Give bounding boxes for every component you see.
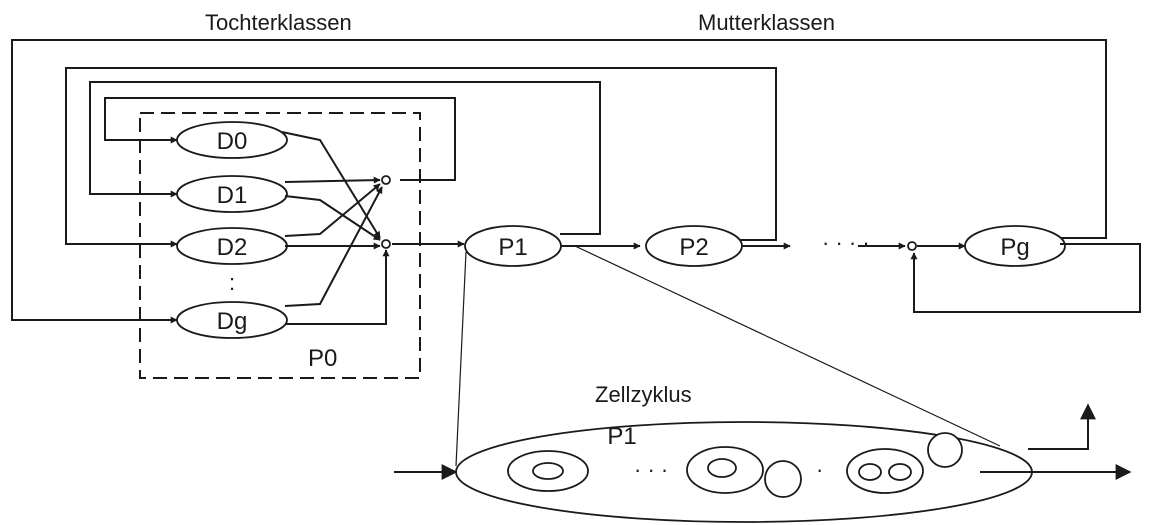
chain-ellipsis: · · · · — [822, 230, 870, 255]
daughter-classes-label: Tochterklassen — [205, 10, 352, 35]
node-pg: Pg — [964, 225, 1066, 267]
node-d0: D0 — [176, 121, 288, 159]
feedback-junction-to-d0 — [104, 97, 456, 181]
node-p2: P2 — [645, 225, 743, 267]
mother-classes-label: Mutterklassen — [698, 10, 835, 35]
node-d2-label: D2 — [217, 234, 248, 261]
node-p1-label: P1 — [498, 234, 527, 261]
node-p2-label: P2 — [679, 234, 708, 261]
cycle-p1-label: P1 — [607, 423, 636, 450]
feedback-p1-to-d1 — [89, 81, 601, 235]
cycle-ellipsis-1: · · · — [634, 457, 668, 482]
zoom-line-right — [574, 245, 1001, 447]
node-dg: Dg — [176, 301, 288, 339]
p0-dashed-box — [139, 112, 421, 379]
cell-stage-1 — [507, 450, 589, 492]
cell-cycle-label: Zellzyklus — [595, 382, 692, 407]
feedback-pg-to-dg — [11, 39, 1107, 324]
node-d2: D2 — [176, 227, 288, 265]
cell-stage-2 — [686, 446, 802, 498]
cycle-ellipsis-2: · — [816, 457, 823, 482]
vertical-ellipsis: : — [229, 270, 235, 295]
junction-lower — [381, 239, 391, 249]
d-to-junction-arrows — [281, 131, 390, 325]
pg-self-loop — [910, 243, 1141, 313]
node-pg-label: Pg — [1000, 234, 1029, 261]
cell-stage-3 — [846, 432, 963, 494]
p0-label: P0 — [308, 345, 337, 372]
node-d1: D1 — [176, 175, 288, 213]
feedback-p2-to-d2 — [65, 67, 777, 248]
zoom-line-left — [455, 251, 467, 467]
cycle-branch-up-arrow — [1028, 403, 1096, 450]
node-d0-label: D0 — [217, 128, 248, 155]
junction-pg — [907, 241, 917, 251]
junction-upper — [381, 175, 391, 185]
node-d1-label: D1 — [217, 182, 248, 209]
node-dg-label: Dg — [217, 308, 248, 335]
node-p1: P1 — [464, 225, 562, 267]
